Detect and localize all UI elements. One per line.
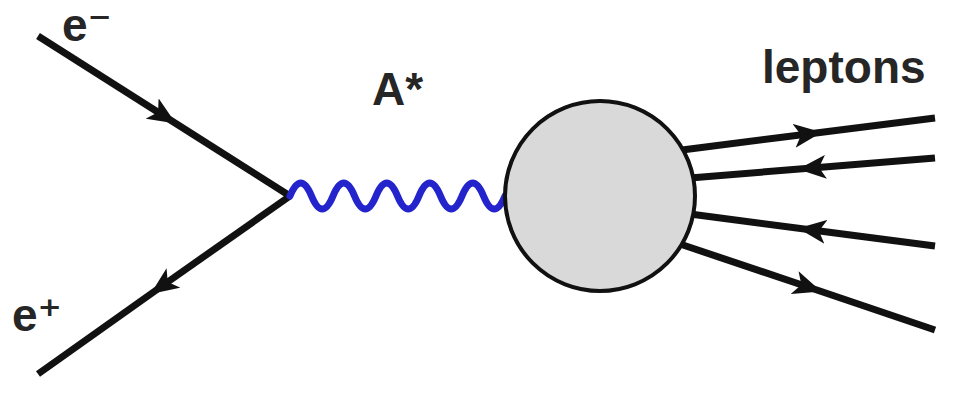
lepton-line [808, 118, 935, 134]
electron-line [164, 116, 290, 196]
lepton-line [682, 134, 808, 150]
lepton-line [808, 287, 935, 330]
particle-label: leptons [762, 42, 926, 93]
particle-label: e⁻ [62, 0, 112, 51]
lepton-line [690, 168, 812, 178]
positron-line [162, 196, 290, 286]
lepton-line [812, 230, 935, 246]
lepton-line [812, 158, 935, 168]
particle-label: A* [372, 64, 423, 115]
lepton-line [680, 244, 808, 287]
interaction-blob [505, 101, 695, 291]
lepton-line [690, 214, 812, 230]
particle-label: e⁺ [12, 290, 62, 341]
photon-wave [290, 183, 505, 209]
